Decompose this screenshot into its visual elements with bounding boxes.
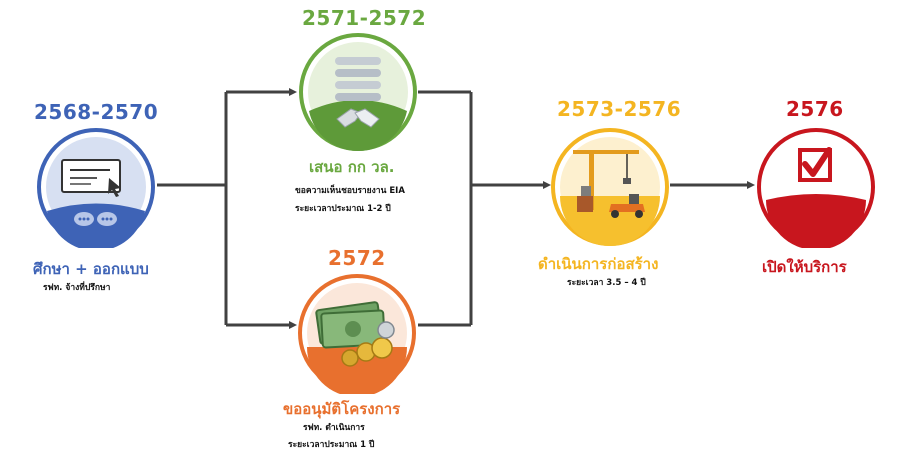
eia-line-1: ขอความเห็นชอบรายงาน EIA [295,186,405,196]
document-handshake-icon [299,33,417,152]
construction-year: 2573-2576 [557,97,682,121]
study-line-1: รฟท. จ้างที่ปรึกษา [43,283,111,293]
approval-year: 2572 [328,246,386,270]
approval-title: ขออนุมัติโครงการ [283,400,401,418]
eia-year: 2571-2572 [302,6,427,30]
money-coins-icon [298,274,416,394]
service-title: เปิดให้บริการ [762,258,847,276]
study-year: 2568-2570 [34,100,159,124]
approval-line-1: รฟท. ดำเนินการ [303,423,365,433]
approval-line-2: ระยะเวลาประมาณ 1 ปี [288,440,375,450]
service-year: 2576 [786,97,844,121]
laptop-chat-icon [37,128,155,248]
checkbox-icon [757,128,875,248]
eia-line-2: ระยะเวลาประมาณ 1-2 ปี [295,204,391,214]
construction-title: ดำเนินการก่อสร้าง [538,255,659,273]
eia-title: เสนอ กก วล. [309,158,395,176]
study-title: ศึกษา + ออกแบบ [33,260,149,278]
construction-line-1: ระยะเวลา 3.5 – 4 ปี [567,278,646,288]
construction-crane-icon [551,128,669,246]
